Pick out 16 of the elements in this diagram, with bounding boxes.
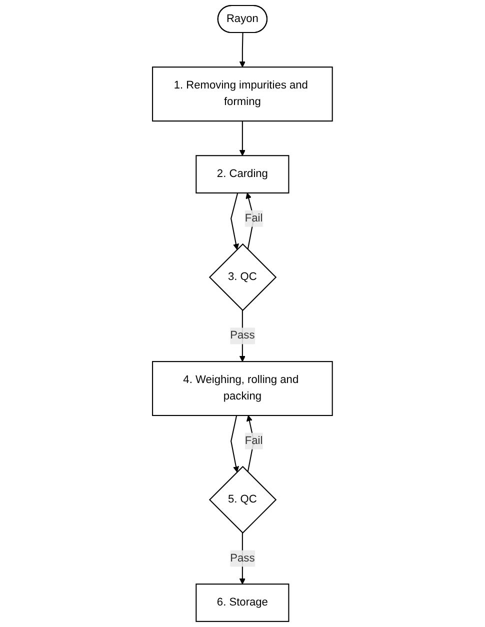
arrow [230, 415, 240, 472]
node-box: 2. Carding [196, 155, 290, 194]
arrow [230, 192, 240, 250]
node-diamond: 5. QC [208, 466, 277, 534]
edge-label: Pass [230, 552, 255, 564]
node-box: 1. Removing impurities and forming [152, 66, 333, 122]
node-box: 4. Weighing, rolling and packing [152, 361, 333, 416]
arrow [239, 32, 246, 68]
arrow [246, 415, 254, 472]
node-diamond: 3. QC [208, 243, 277, 312]
node-box: 6. Storage [196, 584, 290, 622]
arrow [246, 192, 254, 250]
edge-label: Fail [244, 212, 263, 224]
edge-label: Fail [244, 434, 263, 447]
arrow [239, 121, 246, 156]
edge-label: Pass [230, 330, 255, 342]
